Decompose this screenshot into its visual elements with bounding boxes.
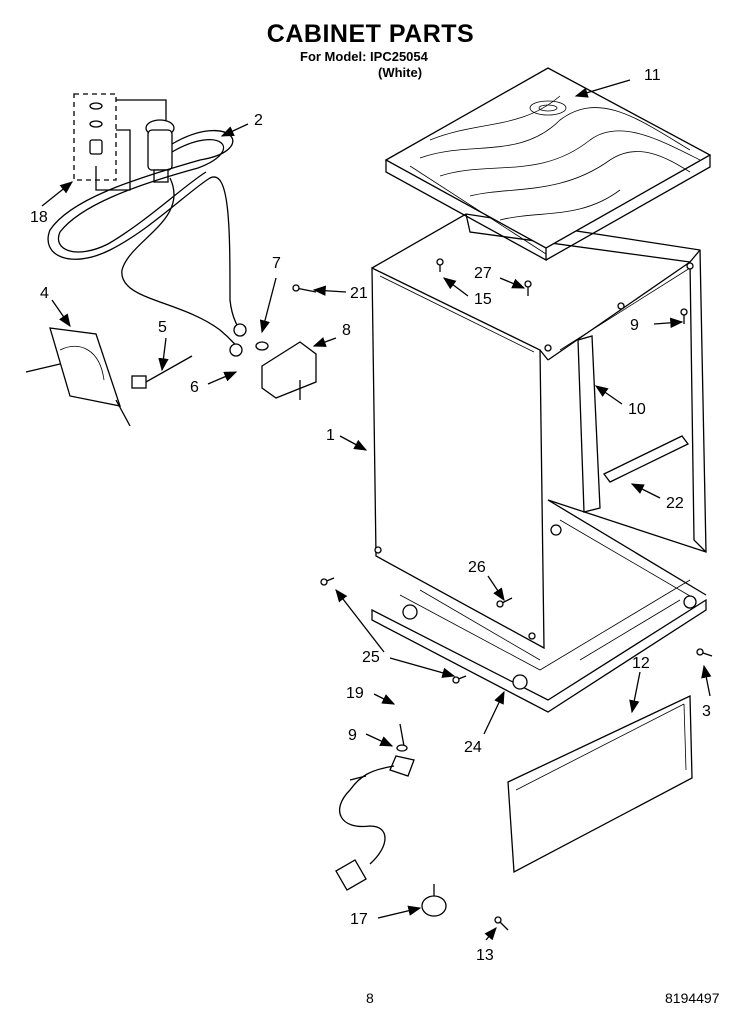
callout-10: 10 — [628, 401, 646, 418]
callout-12: 12 — [632, 655, 650, 672]
callout-17: 17 — [350, 911, 368, 928]
base-frame — [371, 499, 707, 713]
callout-1: 1 — [326, 427, 335, 444]
callout-5: 5 — [158, 319, 167, 336]
mounting-bracket — [255, 341, 317, 400]
callout-11: 9 — [630, 317, 639, 334]
side-panel — [371, 266, 545, 650]
callout-14: 11 — [644, 67, 661, 84]
vertical-strip — [577, 335, 601, 513]
callout-8: 8 — [342, 322, 351, 339]
cabinet-frame — [371, 213, 707, 553]
drain-pump-assembly — [47, 93, 247, 357]
callout-3: 3 — [702, 703, 711, 720]
color-label: (White) — [378, 65, 423, 80]
callout-19: 19 — [346, 685, 364, 702]
callout-4: 4 — [40, 285, 49, 302]
callout-25: 26 — [468, 559, 486, 576]
callout-27: 27 — [474, 265, 492, 282]
callout-2: 2 — [254, 112, 263, 129]
model-label: For Model: IPC25054 — [300, 49, 428, 64]
power-cord — [335, 723, 415, 891]
callout-9: 9 — [348, 727, 357, 744]
callout-26: 25 — [362, 649, 380, 666]
bracket — [603, 435, 689, 483]
callout-24: 24 — [464, 739, 482, 756]
cable-tie — [131, 355, 193, 389]
page-number: 8 — [366, 990, 374, 1006]
callout-18: 18 — [30, 209, 48, 226]
hose-bracket — [25, 327, 131, 427]
callout-6: 6 — [190, 379, 199, 396]
page-title: CABINET PARTS — [266, 20, 475, 48]
callout-13: 13 — [476, 947, 494, 964]
caster-wheel — [421, 884, 447, 917]
callout-15: 15 — [474, 291, 492, 308]
kick-plate — [507, 694, 693, 874]
cabinet-top — [384, 67, 712, 262]
callout-22: 22 — [666, 495, 684, 512]
document-number: 8194497 — [665, 990, 720, 1006]
leader-lines — [41, 79, 712, 941]
callout-21: 21 — [350, 285, 368, 302]
screws — [292, 258, 713, 931]
callout-7: 7 — [272, 255, 281, 272]
